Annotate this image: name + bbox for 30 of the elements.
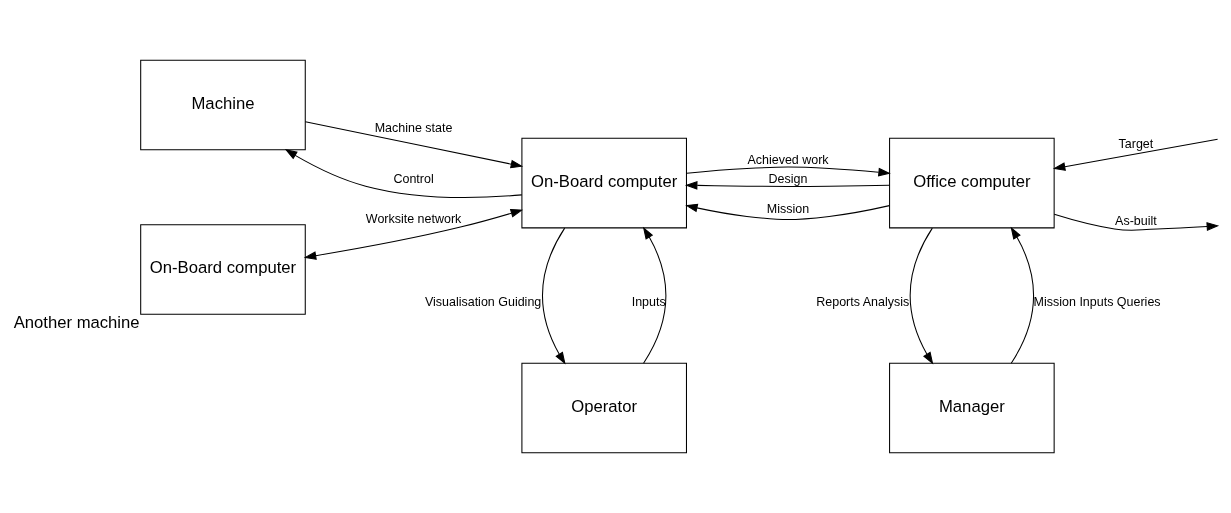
node-label: Another machine: [13, 312, 140, 332]
edge-label: Mission: [766, 201, 810, 216]
edge-label: Target: [1118, 137, 1154, 152]
arrow: [1010, 226, 1034, 364]
arrow: [642, 226, 667, 364]
arrow: [284, 149, 523, 198]
edge-label: Design: [768, 171, 808, 186]
arrow: [542, 227, 566, 365]
edge-label: Reports Analysis: [816, 294, 910, 309]
node-box: Manager: [889, 362, 1055, 454]
arrow: [1052, 138, 1219, 171]
edge-label: Mission Inputs Queries: [1033, 294, 1161, 309]
arrow: [303, 209, 524, 260]
edge-label: Achieved work: [747, 152, 829, 167]
edge-label: Visualisation Guiding: [424, 294, 542, 309]
arrow: [304, 121, 524, 169]
edge-label: As-built: [1115, 214, 1157, 229]
edge-label: Control: [393, 171, 434, 186]
arrow: [685, 203, 890, 221]
node-box: On-Board computer: [140, 224, 306, 315]
node-box: Machine: [140, 59, 306, 151]
node-box: Operator: [521, 362, 687, 454]
edge-label: Machine state: [374, 120, 453, 135]
edge-label: Worksite network: [365, 212, 462, 227]
arrow: [684, 181, 891, 190]
arrow: [686, 166, 891, 177]
node-box: Office computer: [889, 137, 1055, 229]
arrow: [909, 227, 934, 365]
node-box: On-Board computer: [521, 137, 687, 229]
arrow: [1053, 213, 1220, 231]
